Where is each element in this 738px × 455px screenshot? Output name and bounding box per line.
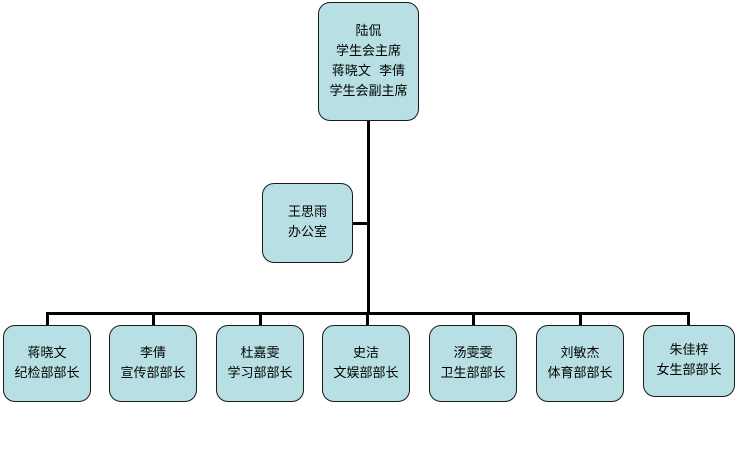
department-title: 卫生部部长 — [440, 365, 506, 381]
department-title: 体育部部长 — [547, 365, 613, 381]
office-head-name: 王思雨 — [287, 205, 327, 220]
drop-connector-4 — [472, 312, 475, 326]
drop-connector-5 — [579, 312, 582, 326]
drop-connector-1 — [152, 312, 155, 326]
department-node-discipline: 蒋晓文 纪检部部长 — [3, 325, 91, 402]
drop-connector-3 — [366, 312, 369, 326]
department-title: 女生部部长 — [656, 363, 722, 378]
chairman-title: 学生会主席 — [335, 43, 401, 59]
office-title: 办公室 — [287, 225, 327, 240]
drop-connector-6 — [687, 312, 690, 326]
vice-chairman-title: 学生会副主席 — [329, 83, 408, 99]
department-title: 纪检部部长 — [14, 365, 80, 381]
department-node-hygiene: 汤雯雯 卫生部部长 — [429, 325, 517, 402]
department-head-name: 李倩 — [139, 345, 166, 361]
chairman-node: 陆侃 学生会主席 蒋晓文 李倩 学生会副主席 — [318, 2, 419, 121]
department-node-female-students: 朱佳梓 女生部部长 — [643, 325, 735, 397]
department-node-sports: 刘敏杰 体育部部长 — [536, 325, 624, 402]
office-node: 王思雨 办公室 — [262, 183, 353, 263]
department-title: 学习部部长 — [227, 365, 293, 381]
department-node-study: 杜嘉雯 学习部部长 — [216, 325, 304, 402]
department-head-name: 史洁 — [352, 345, 379, 361]
department-title: 宣传部部长 — [120, 365, 186, 381]
department-head-name: 刘敏杰 — [560, 345, 600, 361]
department-node-entertainment: 史洁 文娱部部长 — [322, 325, 410, 402]
vice-chairmen-names: 蒋晓文 李倩 — [331, 63, 406, 79]
department-title: 文娱部部长 — [333, 365, 399, 381]
office-connector — [353, 222, 368, 225]
department-head-name: 杜嘉雯 — [240, 345, 280, 361]
drop-connector-2 — [259, 312, 262, 326]
trunk-connector — [367, 121, 370, 314]
drop-connector-0 — [46, 312, 49, 326]
chairman-name: 陆侃 — [355, 23, 382, 39]
department-head-name: 朱佳梓 — [669, 343, 709, 358]
department-node-publicity: 李倩 宣传部部长 — [109, 325, 197, 402]
department-head-name: 蒋晓文 — [27, 345, 67, 361]
department-head-name: 汤雯雯 — [453, 345, 493, 361]
